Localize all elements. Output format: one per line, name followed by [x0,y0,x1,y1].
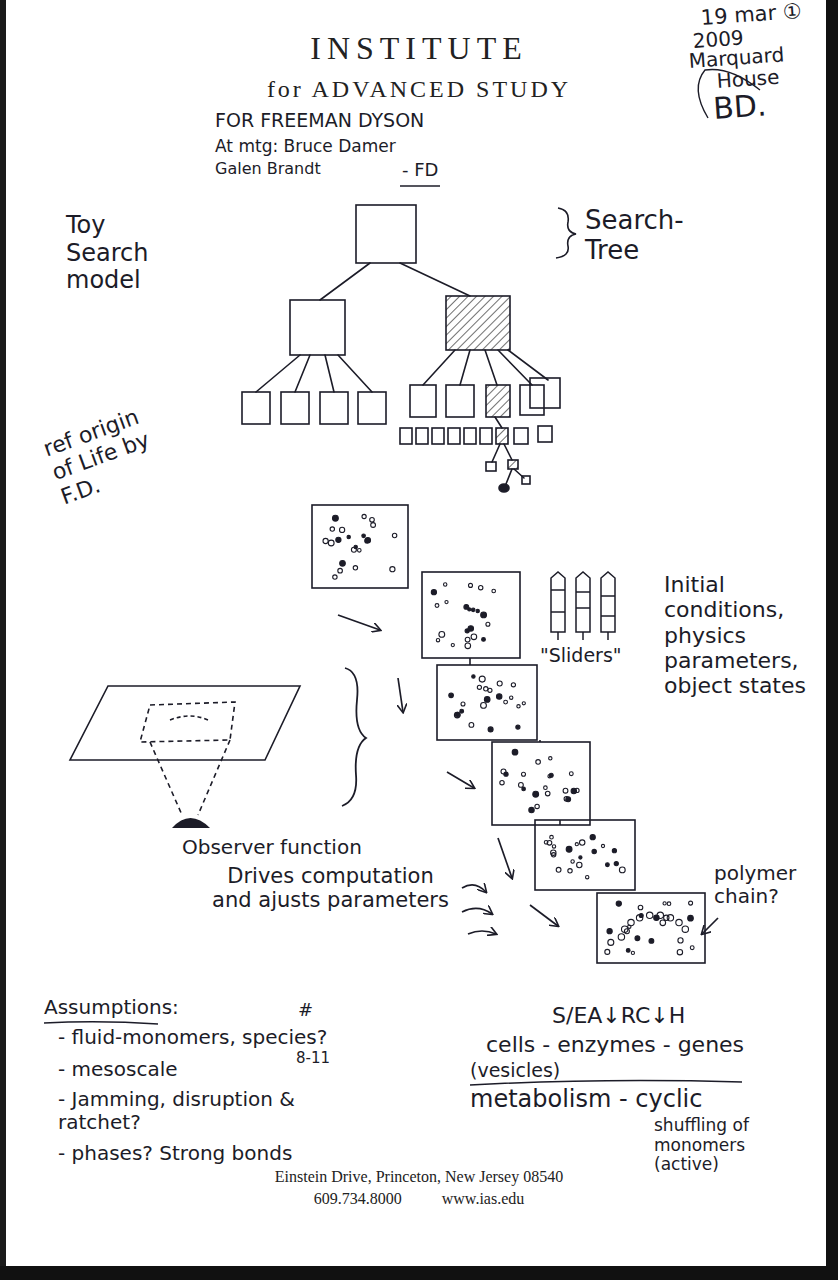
hierarchy-note: (vesicles) [470,1060,560,1082]
letterhead-subtitle: for ADVANCED STUDY [150,76,688,104]
assumption-item: - mesoscale [58,1058,178,1081]
assumption-note: 8-11 [296,1050,330,1067]
parameters-note: Initial conditions, physics parameters, … [664,572,822,698]
signature: BD. [712,88,767,126]
search-acronym: S/EA↓RC↓H [552,1003,685,1028]
hierarchy-note: cells - enzymes - genes [486,1032,744,1057]
assumption-note: # [298,1000,313,1021]
scan-edge [0,1266,838,1280]
sliders-label: "Sliders" [540,645,622,667]
brace [556,208,576,258]
polymer-note: polymer chain? [714,862,824,908]
observer-plane [70,686,300,815]
hierarchy-note: metabolism - cyclic [470,1086,702,1114]
letterhead-footer: www.ias.edu [442,1190,525,1208]
eye-symbol [172,818,210,828]
dedication-note: At mtg: Bruce Damer [215,137,396,157]
tree-label: Search-Tree [585,206,710,266]
dedication-note: Galen Brandt [215,160,321,178]
observer-note: Drives computation and ajusts parameters [208,864,453,912]
assumption-item: - fluid-monomers, species? [58,1026,327,1049]
letterhead-footer: 609.734.8000 [314,1190,402,1208]
scan-edge [0,0,6,1280]
dedication-note: - FD [402,160,438,181]
brace [342,668,366,806]
letterhead-footer: Einstein Drive, Princeton, New Jersey 08… [0,1168,838,1186]
hierarchy-note: shuffling of monomers (active) [654,1116,804,1175]
underlines [44,186,742,1085]
slider-symbols [551,572,615,640]
date-note: 19 mar ① [700,0,802,30]
observer-label: Observer function [182,836,362,859]
dedication-note: FOR FREEMAN DYSON [215,110,424,132]
assumption-item: - phases? Strong bonds [58,1142,292,1165]
search-tree [242,205,560,492]
margin-note: Toy Search model [66,212,166,295]
margin-note: ref origin of Life by F.D. [40,395,183,509]
assumptions-heading: Assumptions: [44,996,179,1019]
assumption-item: - Jamming, disruption & ratchet? [58,1088,333,1134]
scan-edge [826,0,838,1280]
